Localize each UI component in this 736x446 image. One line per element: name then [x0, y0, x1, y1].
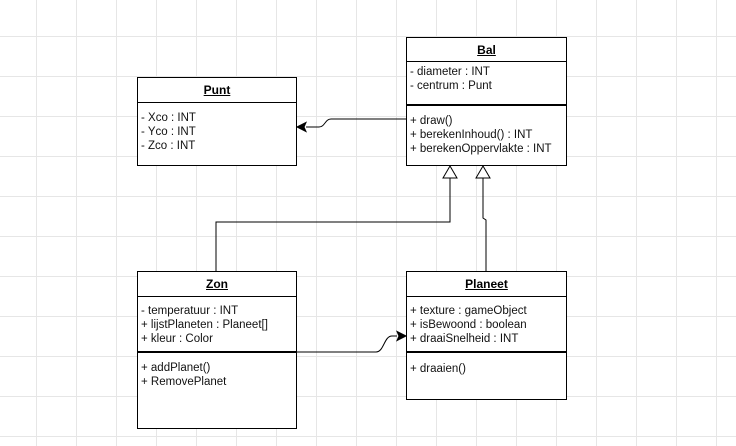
generalization-zon-bal[interactable] — [215, 178, 451, 271]
association-arrowhead-planeet — [395, 330, 408, 342]
generalization-triangle-zon — [442, 165, 458, 179]
attributes-bal: - diameter : INT - centrum : Punt — [407, 62, 566, 106]
attributes-planeet: + texture : gameObject + isBewoond : boo… — [407, 297, 566, 353]
attribute: - centrum : Punt — [410, 80, 492, 93]
association-arrowhead-punt — [295, 121, 308, 133]
method: + RemovePlanet — [141, 376, 227, 389]
attributes-punt: - Xco : INT - Yco : INT - Zco : INT — [138, 103, 296, 154]
methods-zon: + addPlanet() + RemovePlanet — [138, 353, 296, 389]
attribute: - diameter : INT — [410, 66, 490, 78]
method: + draaien() — [410, 363, 466, 375]
method: + addPlanet() — [141, 362, 211, 374]
class-zon[interactable]: Zon - temperatuur : INT + lijstPlaneten … — [137, 271, 297, 429]
attribute: + lijstPlaneten : Planeet[] — [141, 319, 268, 332]
class-planeet[interactable]: Planeet + texture : gameObject + isBewoo… — [406, 271, 567, 400]
attribute: - Zco : INT — [141, 140, 196, 153]
class-name-bal: Bal — [407, 38, 566, 62]
attribute: - Xco : INT — [141, 112, 196, 124]
attribute: - Yco : INT — [141, 126, 196, 139]
class-punt[interactable]: Punt - Xco : INT - Yco : INT - Zco : INT — [137, 77, 297, 166]
method: + draw() — [410, 115, 453, 127]
attributes-zon: - temperatuur : INT + lijstPlaneten : Pl… — [138, 297, 296, 353]
methods-bal: + draw() + berekenInhoud() : INT + berek… — [407, 106, 566, 157]
attribute: - temperatuur : INT — [141, 305, 239, 317]
methods-planeet: + draaien() — [407, 353, 566, 376]
class-name-zon: Zon — [138, 272, 296, 297]
class-name-planeet: Planeet — [407, 272, 566, 297]
attribute: + isBewoond : boolean — [410, 319, 527, 332]
association-bal-punt[interactable] — [306, 118, 406, 128]
generalization-planeet-bal[interactable] — [482, 178, 487, 271]
method: + berekenOppervlakte : INT — [410, 143, 552, 156]
association-zon-planeet[interactable] — [296, 335, 397, 353]
generalization-triangle-planeet — [475, 165, 491, 179]
attribute: + kleur : Color — [141, 333, 213, 346]
class-bal[interactable]: Bal - diameter : INT - centrum : Punt + … — [406, 37, 567, 166]
class-name-punt: Punt — [138, 78, 296, 103]
attribute: + texture : gameObject — [410, 305, 527, 317]
attribute: + draaiSnelheid : INT — [410, 333, 519, 346]
method: + berekenInhoud() : INT — [410, 129, 533, 142]
